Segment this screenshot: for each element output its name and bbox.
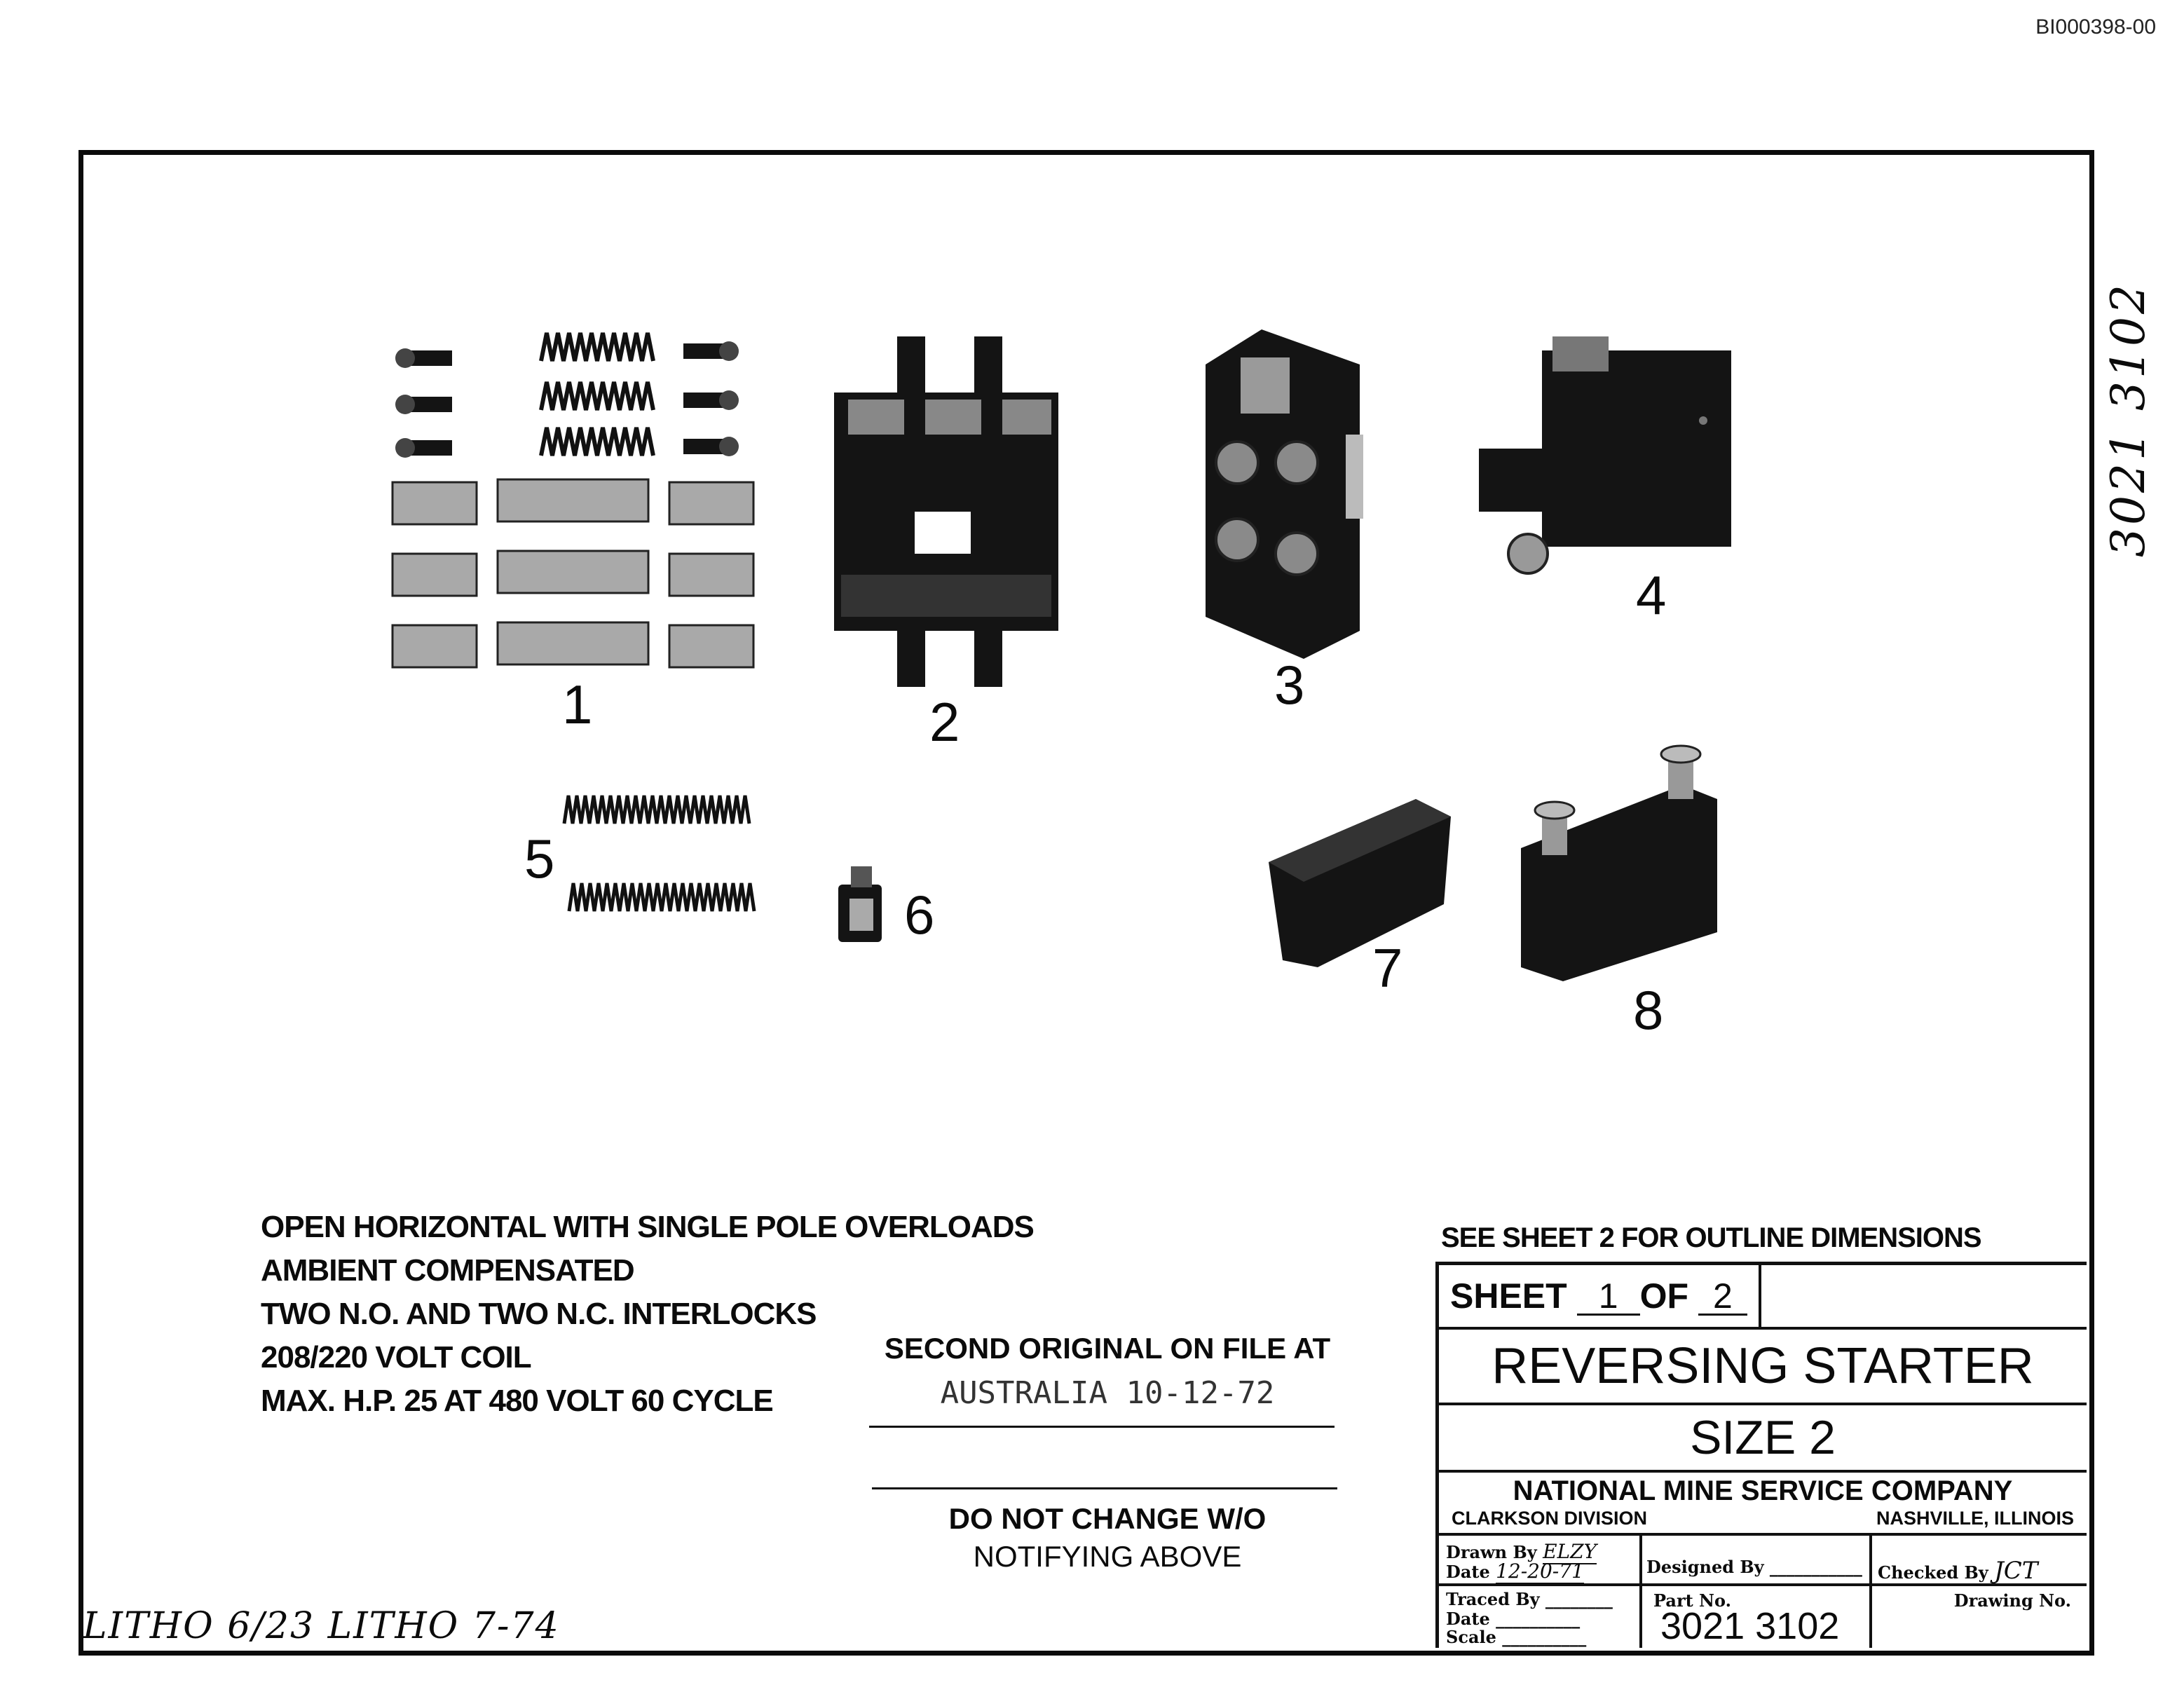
designed-by: Designed By ___________ bbox=[1646, 1557, 1862, 1577]
note-line: OPEN HORIZONTAL WITH SINGLE POLE OVERLOA… bbox=[261, 1210, 1035, 1244]
sheet-label: SHEET bbox=[1450, 1276, 1567, 1316]
drawn-by-value: ELZY bbox=[1543, 1540, 1597, 1564]
drawing-no-label: Drawing No. bbox=[1953, 1590, 2071, 1611]
traced-by-label: Traced By bbox=[1446, 1589, 1540, 1609]
do-not-change-note: DO NOT CHANGE W/O NOTIFYING ABOVE bbox=[869, 1500, 1346, 1576]
note-line: AMBIENT COMPENSATED bbox=[261, 1253, 635, 1288]
checked-by: Checked By JCT bbox=[1878, 1557, 2038, 1586]
traced-date: Date __________ bbox=[1446, 1609, 1581, 1629]
contact-icon bbox=[391, 478, 755, 669]
see-sheet-note: SEE SHEET 2 FOR OUTLINE DIMENSIONS bbox=[1441, 1222, 1982, 1253]
drawing-size: SIZE 2 bbox=[1439, 1405, 2087, 1473]
part-no-cell: Part No. 3021 3102 bbox=[1642, 1586, 1872, 1648]
drawn-by: Drawn By ELZY bbox=[1446, 1540, 1597, 1564]
second-original-heading: SECOND ORIGINAL ON FILE AT bbox=[884, 1332, 1331, 1365]
drawn-date: Date 12-20-71 bbox=[1446, 1560, 1584, 1584]
part-label-6: 6 bbox=[904, 884, 935, 946]
rule-line bbox=[872, 1487, 1337, 1489]
drawing-no-cell: Drawing No. bbox=[1872, 1586, 2087, 1648]
checked-cell: Checked By JCT bbox=[1872, 1536, 2087, 1586]
document-id: BI000398-00 bbox=[2035, 15, 2156, 39]
traced-by: Traced By ________ bbox=[1446, 1589, 1613, 1609]
part-1-contacts bbox=[391, 332, 755, 669]
company-row: NATIONAL MINE SERVICE COMPANY CLARKSON D… bbox=[1439, 1473, 2087, 1536]
date-value: 12-20-71 bbox=[1496, 1560, 1584, 1584]
company-division: CLARKSON DIVISION bbox=[1452, 1508, 1648, 1529]
part-4-interlock bbox=[1479, 336, 1731, 575]
designed-cell: Designed By ___________ bbox=[1642, 1536, 1872, 1586]
part-5-springs bbox=[562, 795, 756, 912]
divider bbox=[1439, 1583, 1639, 1586]
signoff-grid: Drawn By ELZY Date 12-20-71 Traced By __… bbox=[1439, 1536, 2087, 1648]
sheet-total: 2 bbox=[1698, 1278, 1747, 1316]
part-label-3: 3 bbox=[1274, 654, 1305, 716]
drawing-title: REVERSING STARTER bbox=[1439, 1330, 2087, 1405]
second-original-block: SECOND ORIGINAL ON FILE AT AUSTRALIA 10-… bbox=[869, 1332, 1346, 1411]
part-no-value: 3021 3102 bbox=[1660, 1605, 1840, 1647]
litho-note: LITHO 6/23 LITHO 7-74 bbox=[83, 1605, 560, 1647]
note-line: MAX. H.P. 25 AT 480 VOLT 60 CYCLE bbox=[261, 1384, 774, 1418]
note-line: TWO N.O. AND TWO N.C. INTERLOCKS bbox=[261, 1297, 817, 1331]
second-original-stamp: AUSTRALIA 10-12-72 bbox=[940, 1375, 1275, 1411]
part-label-2: 2 bbox=[929, 691, 960, 753]
date-label: Date bbox=[1446, 1562, 1490, 1582]
drawn-cell: Drawn By ELZY Date 12-20-71 Traced By __… bbox=[1439, 1536, 1642, 1648]
scale: Scale __________ bbox=[1446, 1627, 1587, 1647]
part-label-1: 1 bbox=[562, 674, 593, 735]
part-label-7: 7 bbox=[1372, 937, 1403, 999]
part-8-coil-unit bbox=[1521, 744, 1717, 981]
scale-label: Scale bbox=[1446, 1627, 1496, 1647]
date2-label: Date bbox=[1446, 1609, 1490, 1629]
part-3-overload-block bbox=[1206, 329, 1363, 659]
specification-notes: OPEN HORIZONTAL WITH SINGLE POLE OVERLOA… bbox=[261, 1206, 1035, 1423]
do-not-change-line1: DO NOT CHANGE W/O bbox=[948, 1502, 1267, 1535]
part-7-cover bbox=[1269, 799, 1451, 967]
drawn-by-label: Drawn By bbox=[1446, 1542, 1537, 1562]
part-label-4: 4 bbox=[1636, 564, 1667, 626]
of-label: OF bbox=[1639, 1276, 1689, 1316]
screw-icon bbox=[395, 341, 739, 458]
sheet-number: 1 bbox=[1576, 1278, 1640, 1316]
company-name: NATIONAL MINE SERVICE COMPANY bbox=[1513, 1475, 2013, 1506]
drawing-frame bbox=[79, 150, 2094, 1656]
part-no-label: Part No. bbox=[1653, 1590, 1731, 1611]
part-label-5: 5 bbox=[524, 828, 555, 889]
spring-icon bbox=[539, 332, 655, 456]
checked-by-label: Checked By bbox=[1878, 1562, 1988, 1583]
checked-by-value: JCT bbox=[1994, 1557, 2038, 1586]
part-2-contact-block bbox=[834, 336, 1058, 687]
designed-by-label: Designed By bbox=[1646, 1557, 1764, 1577]
company-location: NASHVILLE, ILLINOIS bbox=[1876, 1508, 2074, 1529]
rule-line bbox=[869, 1426, 1335, 1428]
note-line: 208/220 VOLT COIL bbox=[261, 1340, 532, 1374]
do-not-change-line2: NOTIFYING ABOVE bbox=[973, 1540, 1242, 1573]
part-label-8: 8 bbox=[1633, 979, 1664, 1041]
part-6-lug bbox=[838, 866, 882, 942]
